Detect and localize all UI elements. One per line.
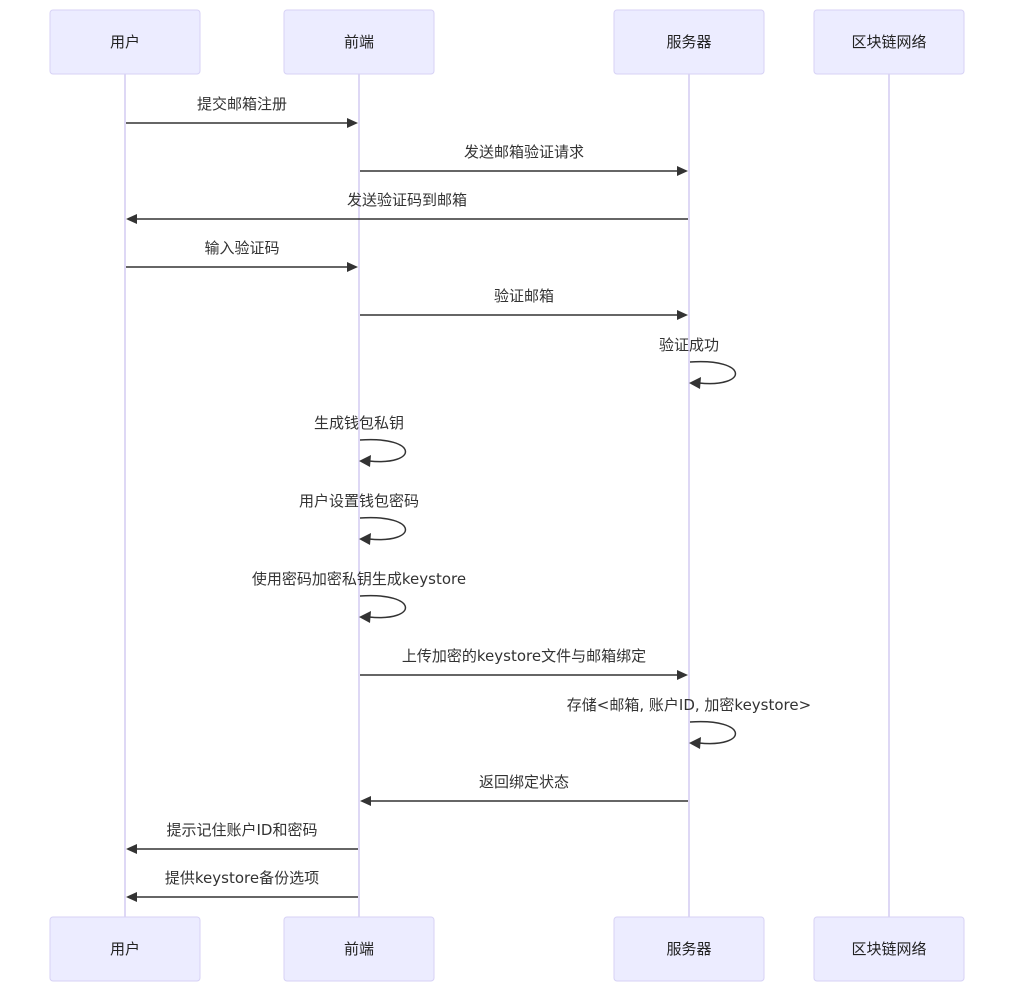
actor-blockchain-top: 区块链网络 [813, 9, 965, 75]
message-label: 存储<邮箱, 账户ID, 加密keystore> [567, 696, 811, 714]
message-label: 提交邮箱注册 [197, 95, 287, 113]
message: 使用密码加密私钥生成keystore [252, 570, 466, 623]
self-loop-arrow [689, 360, 737, 385]
arrowhead-icon [359, 533, 371, 545]
arrowhead-icon [126, 892, 137, 902]
self-loop-arrow [689, 720, 737, 745]
actor-label: 用户 [110, 940, 140, 958]
arrowhead-icon [689, 737, 701, 749]
message-label: 使用密码加密私钥生成keystore [252, 570, 466, 588]
message-label: 输入验证码 [204, 239, 279, 257]
actor-box [283, 916, 435, 982]
arrowhead-icon [126, 214, 137, 224]
actor-label: 区块链网络 [851, 940, 926, 958]
message-label: 发送验证码到邮箱 [347, 191, 467, 209]
arrowhead-icon [347, 118, 358, 128]
message-label: 返回绑定状态 [479, 773, 569, 791]
message: 提供keystore备份选项 [126, 869, 358, 902]
self-loop-arrow [359, 516, 407, 541]
message-label: 生成钱包私钥 [314, 414, 404, 432]
arrowhead-icon [359, 455, 371, 467]
actor-box [49, 916, 201, 982]
message: 输入验证码 [126, 239, 358, 272]
arrowhead-icon [359, 611, 371, 623]
message: 验证成功 [659, 336, 737, 389]
arrowhead-icon [677, 670, 688, 680]
actor-user-top: 用户 [49, 9, 201, 75]
arrowhead-icon [347, 262, 358, 272]
arrowhead-icon [126, 844, 137, 854]
actor-blockchain-bottom: 区块链网络 [813, 916, 965, 982]
message: 生成钱包私钥 [314, 414, 407, 467]
message: 发送验证码到邮箱 [126, 191, 688, 224]
message-label: 提供keystore备份选项 [165, 869, 319, 887]
message: 上传加密的keystore文件与邮箱绑定 [360, 647, 688, 680]
message: 发送邮箱验证请求 [360, 143, 688, 176]
message: 提示记住账户ID和密码 [126, 821, 358, 854]
actor-box [613, 9, 765, 75]
message-label: 发送邮箱验证请求 [464, 143, 584, 161]
actor-frontend-bottom: 前端 [283, 916, 435, 982]
arrowhead-icon [360, 796, 371, 806]
message-label: 提示记住账户ID和密码 [167, 821, 318, 839]
message: 返回绑定状态 [360, 773, 688, 806]
actor-box [813, 9, 965, 75]
self-loop-arrow [359, 594, 407, 619]
actor-label: 前端 [344, 940, 374, 958]
actor-box [283, 9, 435, 75]
message: 提交邮箱注册 [126, 95, 358, 128]
actor-box [613, 916, 765, 982]
arrowhead-icon [689, 377, 701, 389]
actor-user-bottom: 用户 [49, 916, 201, 982]
actor-server-bottom: 服务器 [613, 916, 765, 982]
message-label: 验证邮箱 [494, 287, 554, 305]
self-loop-arrow [359, 438, 407, 463]
arrowhead-icon [677, 310, 688, 320]
actor-label: 服务器 [666, 940, 711, 958]
actor-label: 服务器 [666, 33, 711, 51]
message: 存储<邮箱, 账户ID, 加密keystore> [567, 696, 811, 749]
actor-box [813, 916, 965, 982]
actor-label: 前端 [344, 33, 374, 51]
message-label: 上传加密的keystore文件与邮箱绑定 [402, 647, 646, 665]
arrowhead-icon [677, 166, 688, 176]
actor-label: 用户 [110, 33, 140, 51]
message: 用户设置钱包密码 [299, 492, 419, 545]
actor-frontend-top: 前端 [283, 9, 435, 75]
message: 验证邮箱 [360, 287, 688, 320]
message-label: 验证成功 [659, 336, 719, 354]
actor-box [49, 9, 201, 75]
actor-server-top: 服务器 [613, 9, 765, 75]
message-label: 用户设置钱包密码 [299, 492, 419, 510]
actor-label: 区块链网络 [851, 33, 926, 51]
